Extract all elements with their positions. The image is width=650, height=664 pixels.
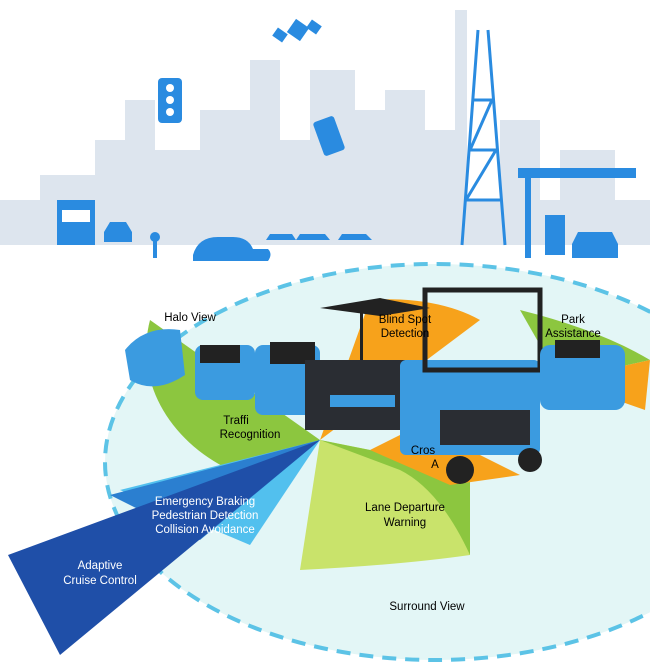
collision-avoidance-label: Collision Avoidance xyxy=(155,524,255,536)
canopy-sweeper-roof xyxy=(320,298,430,316)
cleaning-machines xyxy=(125,287,625,484)
satellite-icon xyxy=(272,18,322,43)
traffic-sign-label-2: Recognition xyxy=(220,429,281,441)
park-assist-label-1: Park xyxy=(561,314,585,326)
blind-spot-label-2: Detection xyxy=(381,328,430,340)
compact-sweeper xyxy=(540,345,625,410)
adaptive-cruise-zone xyxy=(8,440,320,655)
cross-traffic-label-1: Cros xyxy=(411,445,436,457)
surround-view-label: Surround View xyxy=(389,601,465,613)
cross-traffic-label-2: A xyxy=(431,459,439,471)
pedestrian-detection-label: Pedestrian Detection xyxy=(152,510,259,522)
park-assist-label-2: Assistance xyxy=(545,328,601,340)
tower-icon xyxy=(460,29,507,246)
adaptive-cruise-label-1: Adaptive xyxy=(78,560,123,572)
tablet-icon xyxy=(313,116,345,156)
adaptive-cruise-label-2: Cruise Control xyxy=(63,575,137,587)
car-icons xyxy=(104,222,372,261)
lane-departure-label-2: Warning xyxy=(384,517,426,529)
walk-behind-scrubber xyxy=(125,329,185,387)
gas-station-icon xyxy=(518,168,636,258)
city-skyline xyxy=(0,10,650,245)
emergency-braking-label: Emergency Braking xyxy=(155,496,255,508)
traffic-light-icon xyxy=(158,78,182,123)
traffic-sign-label-1: Traffi xyxy=(223,415,249,427)
toll-booth-icon xyxy=(57,200,95,245)
halo-view-label: Halo View xyxy=(164,312,216,324)
blind-spot-label-1: Blind Spot xyxy=(379,314,432,326)
lane-departure-label-1: Lane Departure xyxy=(365,502,445,514)
